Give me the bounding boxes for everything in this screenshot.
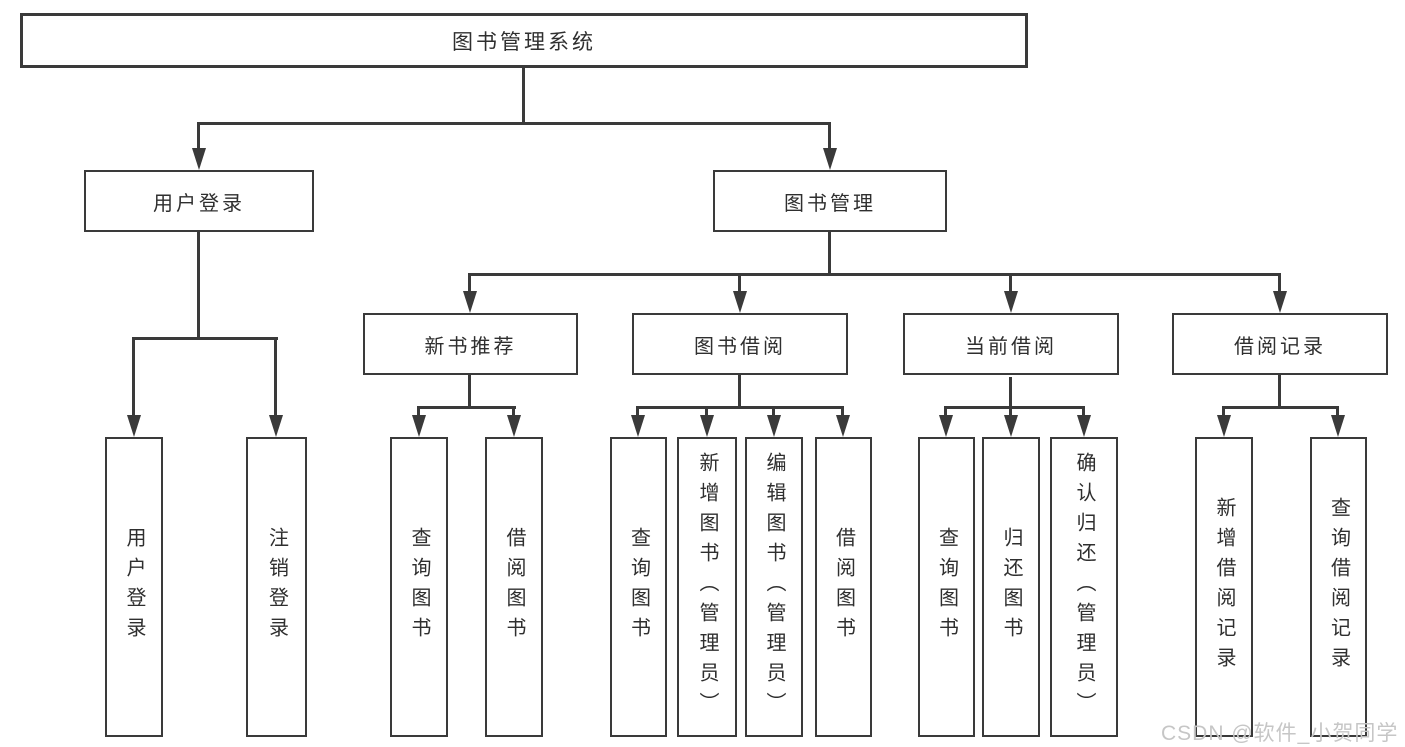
arrowhead-br-add — [1217, 415, 1231, 437]
node-label: 编辑图书（管理员） — [763, 452, 785, 722]
node-label: 图书管理 — [784, 192, 876, 215]
node-label: 新书推荐 — [424, 335, 517, 358]
connector-drop-cb-query — [944, 406, 947, 419]
node-label: 借阅记录 — [1234, 335, 1326, 358]
connector-record-stem — [1278, 375, 1281, 409]
node-leaf-newbook-query-books: 查询图书 — [390, 437, 448, 737]
arrowhead-nb-borrow — [507, 415, 521, 437]
connector-newbook-stem — [468, 375, 471, 409]
arrowhead-cb-confirm — [1077, 415, 1091, 437]
node-borrow-record: 借阅记录 — [1172, 313, 1388, 375]
node-label: 借阅图书 — [503, 527, 525, 647]
node-book-management: 图书管理 — [713, 170, 947, 232]
node-leaf-record-query-borrow-record: 查询借阅记录 — [1310, 437, 1367, 737]
connector-drop-borrow — [738, 273, 741, 295]
node-label: 用户登录 — [153, 192, 245, 215]
connector-newbook-hbar — [417, 406, 516, 409]
connector-drop-bb-edit — [772, 406, 775, 419]
arrowhead-record — [1273, 291, 1287, 313]
node-label: 注销登录 — [265, 527, 288, 647]
node-label: 查询借阅记录 — [1327, 497, 1350, 677]
arrowhead-bb-edit — [767, 415, 781, 437]
connector-drop-cb-return — [1009, 406, 1012, 419]
arrowhead-cb-query — [939, 415, 953, 437]
arrowhead-cb-return — [1004, 415, 1018, 437]
connector-drop-new-book — [468, 273, 471, 295]
node-leaf-user-login: 用户登录 — [105, 437, 163, 737]
node-leaf-borrow-add-books-admin: 新增图书（管理员） — [677, 437, 737, 737]
node-label: 查询图书 — [408, 527, 430, 647]
connector-drop-leaf-logout — [274, 337, 277, 419]
node-label: 借阅图书 — [832, 527, 855, 647]
arrowhead-bb-query — [631, 415, 645, 437]
node-label: 归还图书 — [1000, 527, 1022, 647]
connector-userlogin-stem — [197, 232, 200, 340]
node-label: 当前借阅 — [965, 335, 1057, 358]
node-leaf-current-query-books: 查询图书 — [918, 437, 975, 737]
node-leaf-record-add-borrow-record: 新增借阅记录 — [1195, 437, 1253, 737]
connector-record-hbar — [1222, 406, 1339, 409]
node-label: 新增图书（管理员） — [696, 452, 718, 722]
connector-drop-br-add — [1222, 406, 1225, 419]
connector-bookborrow-stem — [738, 375, 741, 409]
connector-drop-nb-query — [417, 406, 420, 419]
node-leaf-current-return-books: 归还图书 — [982, 437, 1040, 737]
node-label: 查询图书 — [627, 527, 650, 647]
connector-drop-br-query — [1336, 406, 1339, 419]
arrowhead-book-mgmt — [823, 148, 837, 170]
node-label: 确认归还（管理员） — [1073, 452, 1095, 722]
arrowhead-leaf-logout — [269, 415, 283, 437]
node-label: 查询图书 — [935, 527, 958, 647]
node-new-book-recommend: 新书推荐 — [363, 313, 578, 375]
connector-userlogin-hbar — [132, 337, 278, 340]
connector-root-hbar — [197, 122, 831, 125]
node-leaf-borrow-query-books: 查询图书 — [610, 437, 667, 737]
connector-drop-user-login — [197, 122, 200, 152]
node-leaf-borrow-borrow-books: 借阅图书 — [815, 437, 872, 737]
connector-drop-bb-query — [636, 406, 639, 419]
connector-bookborrow-hbar — [636, 406, 844, 409]
arrowhead-borrow — [733, 291, 747, 313]
arrowhead-bb-borrow — [836, 415, 850, 437]
connector-drop-bb-borrow — [841, 406, 844, 419]
arrowhead-leaf-user-login — [127, 415, 141, 437]
node-user-login: 用户登录 — [84, 170, 314, 232]
arrowhead-bb-add — [700, 415, 714, 437]
connector-root-stem — [522, 68, 525, 124]
arrowhead-br-query — [1331, 415, 1345, 437]
connector-drop-current — [1009, 273, 1012, 295]
node-leaf-borrow-edit-books-admin: 编辑图书（管理员） — [745, 437, 803, 737]
csdn-watermark: CSDN @软件_小贺同学 — [1161, 722, 1399, 745]
arrowhead-user-login — [192, 148, 206, 170]
node-leaf-current-confirm-return-admin: 确认归还（管理员） — [1050, 437, 1118, 737]
node-leaf-newbook-borrow-books: 借阅图书 — [485, 437, 543, 737]
connector-drop-nb-borrow — [512, 406, 515, 419]
node-leaf-logout: 注销登录 — [246, 437, 307, 737]
node-label: 图书借阅 — [694, 335, 786, 358]
node-label: 用户登录 — [123, 527, 145, 647]
connector-bookmgmt-hbar — [468, 273, 1281, 276]
node-library-management-system: 图书管理系统 — [20, 13, 1028, 68]
connector-drop-record — [1278, 273, 1281, 295]
node-current-borrow: 当前借阅 — [903, 313, 1119, 375]
connector-drop-book-mgmt — [828, 122, 831, 152]
connector-bookmgmt-stem — [828, 232, 831, 276]
connector-drop-bb-add — [705, 406, 708, 419]
arrowhead-nb-query — [412, 415, 426, 437]
connector-current-hbar — [944, 406, 1085, 409]
connector-drop-cb-confirm — [1082, 406, 1085, 419]
node-label: 新增借阅记录 — [1213, 497, 1235, 677]
connector-drop-leaf-user-login — [132, 337, 135, 419]
node-label: 图书管理系统 — [452, 30, 596, 54]
connector-current-stem — [1009, 377, 1012, 409]
arrowhead-new-book — [463, 291, 477, 313]
arrowhead-current — [1004, 291, 1018, 313]
node-book-borrow: 图书借阅 — [632, 313, 848, 375]
